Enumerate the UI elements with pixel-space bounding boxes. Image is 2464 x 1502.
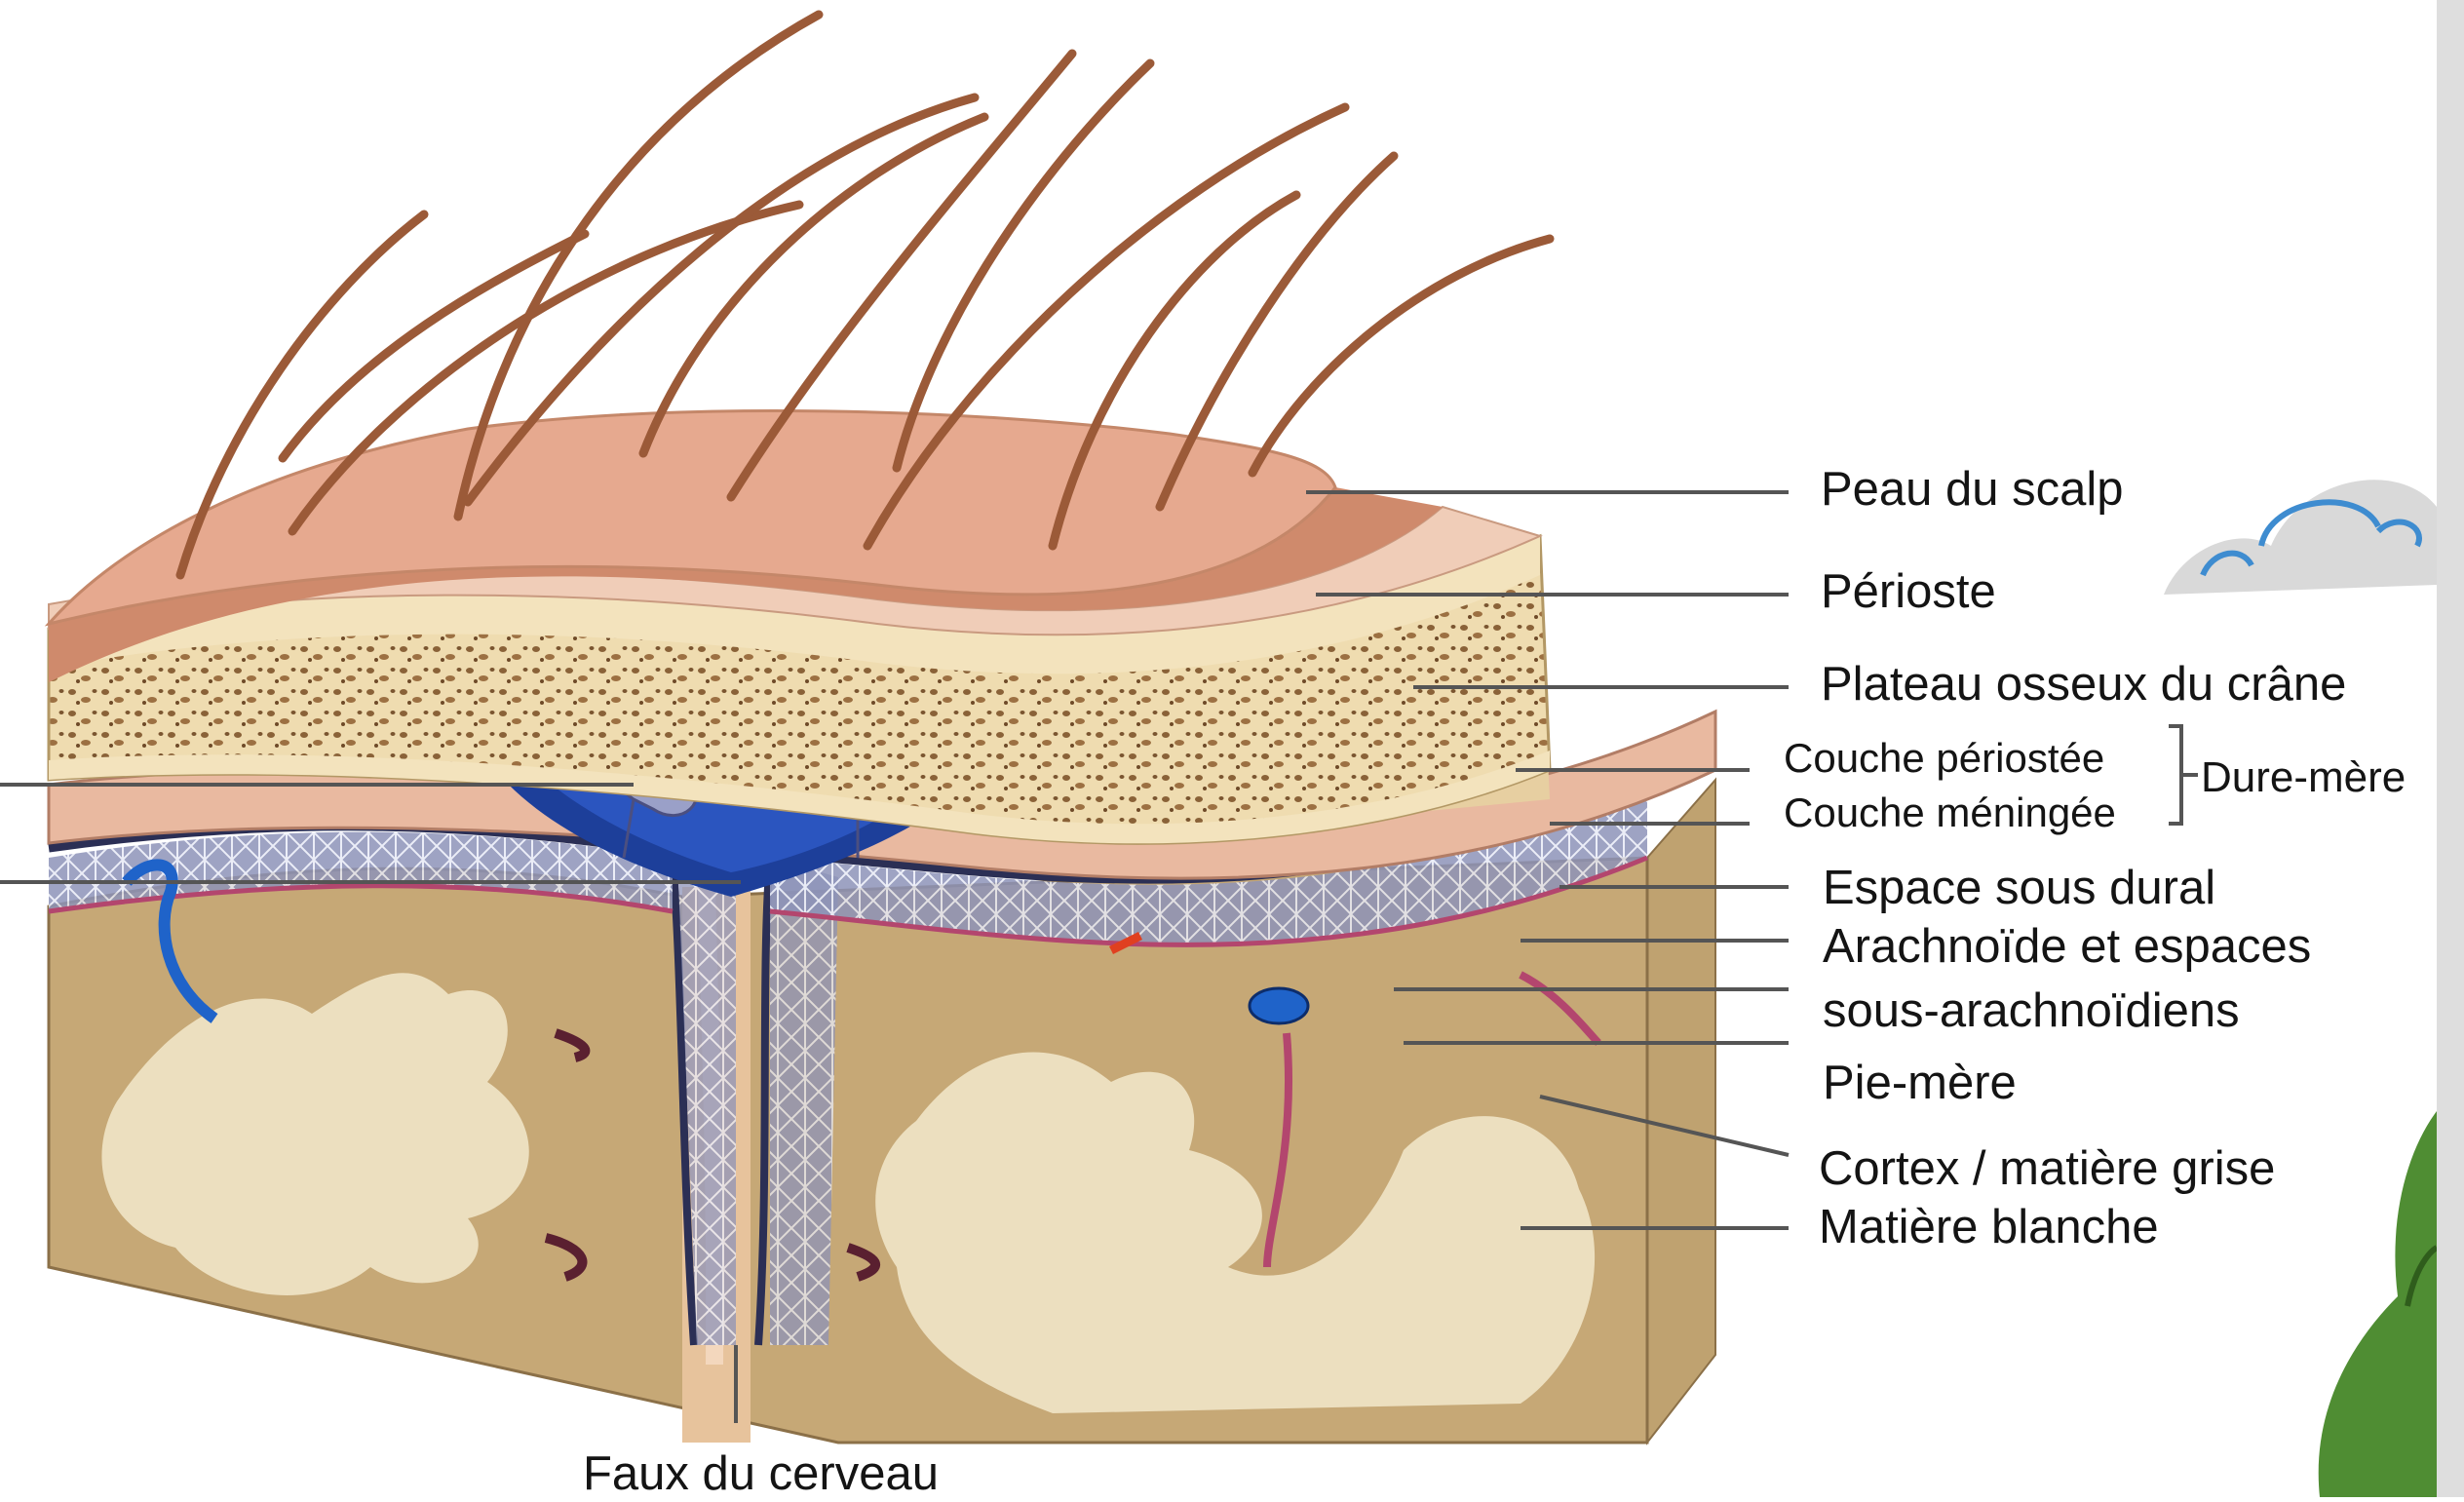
- label-skull: Plateau osseux du crâne: [1821, 661, 2346, 709]
- label-subdural-space: Espace sous dural: [1823, 865, 2215, 912]
- brain-side-face: [1647, 780, 1715, 1443]
- label-pia-mater: Pie-mère: [1823, 1059, 2017, 1107]
- label-periosteal-layer: Couche périostée: [1784, 738, 2104, 779]
- label-white-matter: Matière blanche: [1819, 1204, 2159, 1252]
- label-arachnoid-2: sous-arachnoïdiens: [1823, 987, 2240, 1035]
- label-cortex: Cortex / matière grise: [1819, 1145, 2275, 1193]
- label-falx: Faux du cerveau: [583, 1450, 939, 1498]
- label-periosteum: Périoste: [1821, 568, 1996, 616]
- label-arachnoid-1: Arachnoïde et espaces: [1823, 923, 2311, 971]
- cloud-decoration: [2164, 480, 2437, 595]
- label-meningeal-layer: Couche méningée: [1784, 792, 2116, 833]
- label-dura-mater: Dure-mère: [2201, 756, 2406, 799]
- bush-decoration: [2319, 1111, 2437, 1497]
- right-edge-panel: [2437, 0, 2464, 1497]
- dura-bracket: [2169, 726, 2198, 824]
- cerebral-vein: [1250, 988, 1308, 1023]
- label-scalp: Peau du scalp: [1821, 466, 2124, 514]
